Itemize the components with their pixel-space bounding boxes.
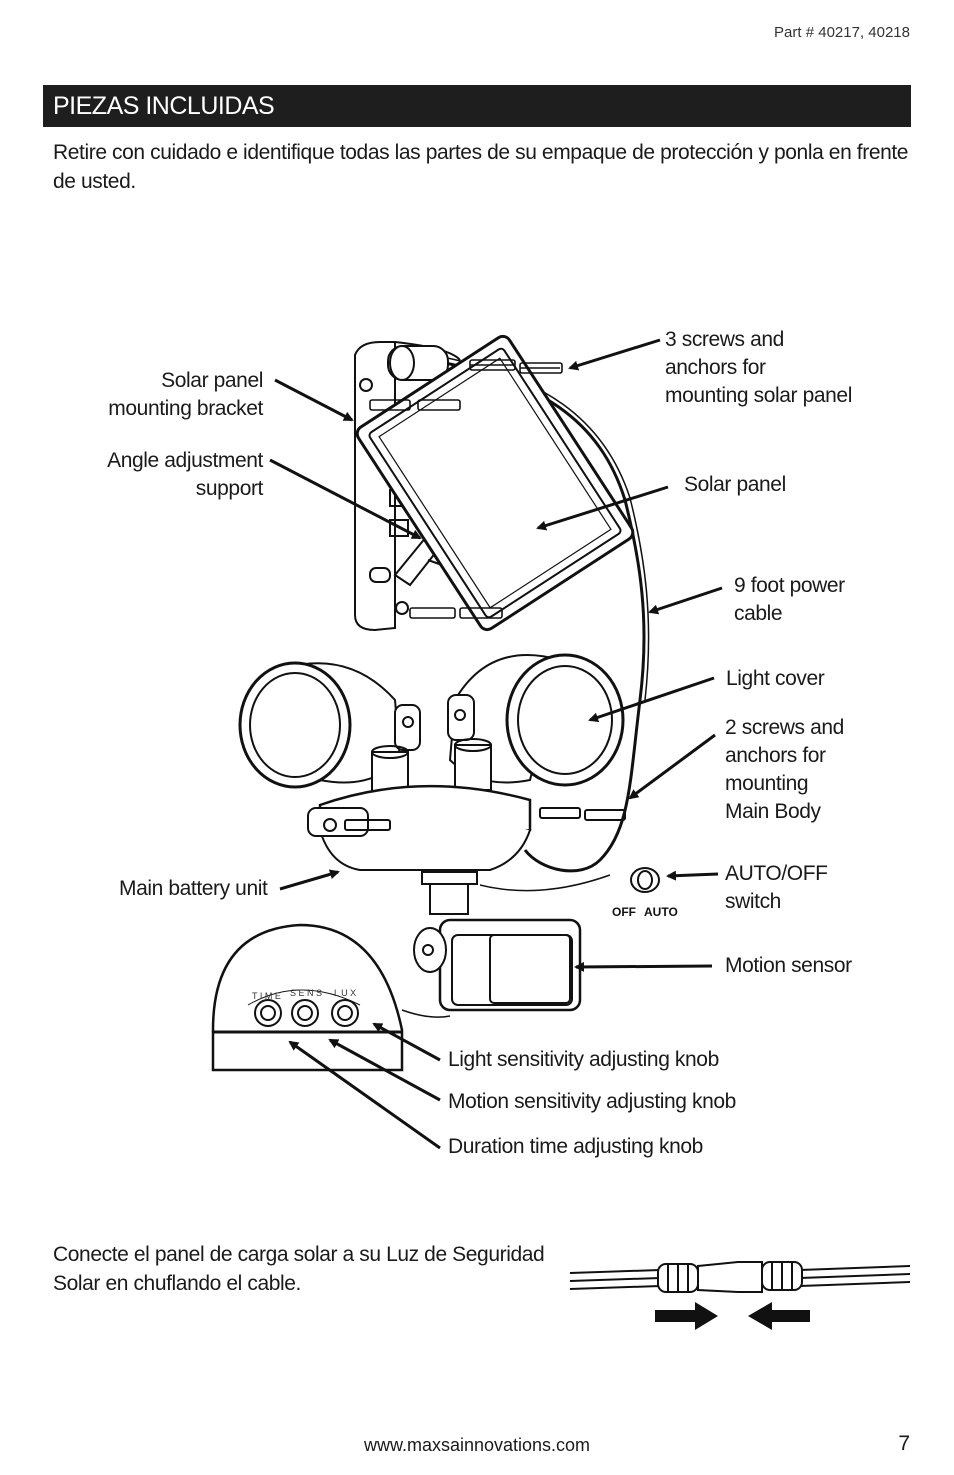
arrow-angle-support [269, 458, 422, 540]
arrow-battery [279, 869, 340, 891]
label-light-cover: Light cover [726, 667, 825, 690]
knob-closeup [211, 923, 451, 1072]
arrow-motion-sensor [574, 961, 713, 972]
label-solar-screws: 3 screws and anchors for mounting solar … [665, 328, 852, 407]
arrow-mounting-bracket [274, 378, 354, 422]
label-motion-sensor: Motion sensor [725, 954, 852, 977]
intro-text: Retire con cuidado e identifique todas l… [53, 141, 909, 193]
label-body-screws: 2 screws and anchors for mounting Main B… [725, 716, 844, 823]
label-solar-panel: Solar panel [684, 473, 786, 496]
connect-instruction: Conecte el panel de carga solar a su Luz… [53, 1243, 545, 1295]
switch-auto-text: AUTO [644, 905, 678, 919]
left-light-head [238, 661, 421, 793]
knob-lux-text: L U X [334, 988, 356, 998]
knob-sens-text: S E N S [290, 988, 322, 998]
arrow-power-cable [648, 586, 723, 615]
main-battery-unit [307, 784, 626, 915]
power-cable [429, 358, 646, 873]
solar-screws [369, 359, 563, 619]
label-auto-off-switch: AUTO/OFF switch [725, 862, 828, 913]
part-number: Part # 40217, 40218 [774, 24, 910, 41]
label-angle-support: Angle adjustment support [107, 449, 263, 500]
right-light-head [447, 653, 625, 791]
footer-url[interactable]: www.maxsainnovations.com [363, 1435, 591, 1455]
cable-connector [569, 1261, 911, 1293]
arrow-light-cover [588, 676, 715, 723]
arrow-duration-knob [288, 1040, 441, 1150]
label-motion-knob: Motion sensitivity adjusting knob [448, 1090, 736, 1113]
label-mounting-bracket: Solar panel mounting bracket [108, 369, 263, 420]
arrow-switch [666, 870, 719, 881]
label-light-knob: Light sensitivity adjusting knob [448, 1048, 719, 1071]
arrow-light-knob [372, 1022, 441, 1062]
arrow-solar-panel [536, 485, 669, 531]
label-main-battery: Main battery unit [119, 877, 268, 900]
arrow-motion-knob [328, 1038, 441, 1102]
auto-off-switch [630, 867, 660, 893]
arrow-body-screws [628, 733, 716, 800]
section-title: PIEZAS INCLUIDAS [43, 85, 911, 127]
arrow-solar-screws [568, 338, 661, 371]
label-duration-knob: Duration time adjusting knob [448, 1135, 703, 1158]
motion-sensor [413, 918, 582, 1012]
knob-time-text: T I M E [252, 991, 281, 1001]
page-number: 7 [898, 1432, 910, 1455]
connect-arrows [655, 1302, 810, 1330]
switch-off-text: OFF [612, 905, 636, 919]
label-power-cable: 9 foot power cable [734, 574, 845, 625]
